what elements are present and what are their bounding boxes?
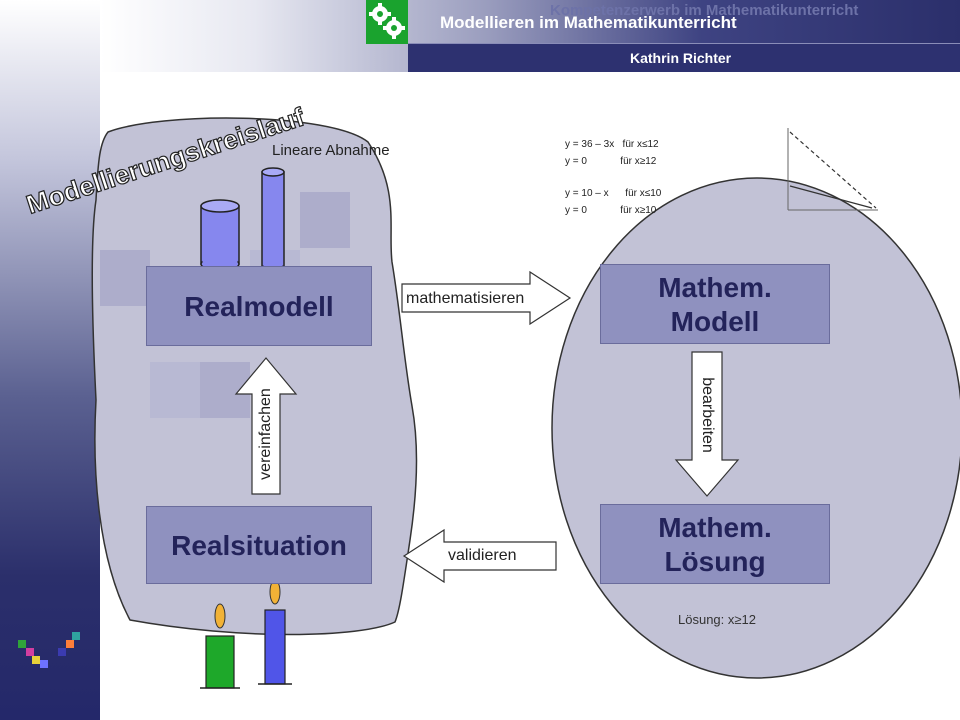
realmodell-label: Realmodell	[184, 291, 334, 322]
mathem-loesung-line1: Mathem.	[658, 512, 772, 543]
realmodell-box: Realmodell	[146, 266, 372, 346]
cylinder-tall	[261, 167, 285, 273]
header-divider	[408, 43, 960, 44]
mathematisieren-label: mathematisieren	[406, 290, 525, 307]
math-world-circle	[551, 177, 960, 679]
realsituation-box: Realsituation	[146, 506, 372, 584]
mini-graph	[787, 128, 878, 211]
solution-label: Lösung: x≥12	[678, 612, 756, 627]
equation-line: y = 0 für x≥10	[565, 205, 657, 216]
decor-square	[100, 250, 150, 306]
decorative-blocks-icon	[18, 632, 80, 668]
mathem-modell-box: Mathem. Modell	[600, 264, 830, 344]
equation-line: y = 36 – 3x für x≤12	[565, 139, 659, 150]
mathem-modell-line2: Modell	[670, 306, 760, 337]
mathem-loesung-line2: Lösung	[664, 546, 766, 577]
decor-square	[300, 192, 350, 248]
equation-line: y = 0 für x≥12	[565, 156, 657, 167]
vereinfachen-label: vereinfachen	[257, 388, 274, 480]
decor-square	[150, 362, 200, 418]
gears-logo	[366, 0, 408, 44]
validieren-label: validieren	[448, 547, 517, 564]
bearbeiten-arrow[interactable]	[674, 351, 740, 497]
header-author: Kathrin Richter	[630, 50, 732, 66]
header-lower-band	[408, 44, 960, 72]
equation-line: y = 10 – x für x≤10	[565, 188, 662, 199]
header-title: Modellieren im Mathematikunterricht	[440, 13, 737, 32]
blue-candle	[258, 579, 292, 685]
green-candle	[200, 603, 240, 689]
chart-caption: Lineare Abnahme	[272, 142, 390, 159]
realsituation-label: Realsituation	[171, 530, 347, 561]
validieren-arrow[interactable]	[402, 528, 557, 584]
mathem-loesung-box: Mathem. Lösung	[600, 504, 830, 584]
cylinder-short	[200, 199, 240, 271]
mathematisieren-arrow[interactable]	[401, 270, 572, 326]
bearbeiten-label: bearbeiten	[699, 377, 716, 453]
gears-icon	[369, 3, 405, 39]
vereinfachen-arrow[interactable]	[234, 357, 298, 495]
mathem-modell-line1: Mathem.	[658, 272, 772, 303]
header-tagline: Kompetenzerwerb im Mathematikunterricht	[550, 2, 859, 19]
left-gradient-strip	[0, 0, 100, 720]
